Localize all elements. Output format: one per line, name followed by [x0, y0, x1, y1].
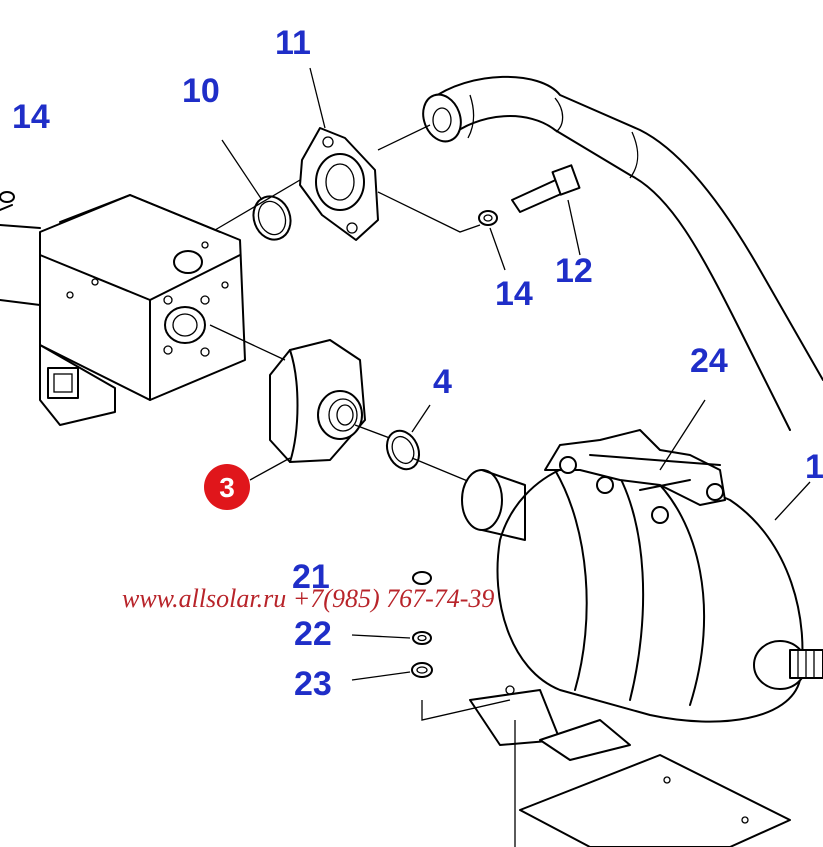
callout-23: 23	[294, 665, 332, 703]
callout-14-top: 14	[12, 98, 50, 136]
adapter-3	[209, 324, 396, 481]
o-ring-4	[385, 404, 471, 483]
pump-1	[461, 399, 823, 761]
callout-10: 10	[182, 72, 220, 110]
callout-14-right: 14	[495, 275, 533, 313]
flange-11	[214, 67, 379, 241]
callout-11: 11	[275, 24, 311, 62]
washers-21-23	[351, 571, 511, 721]
base-plate	[514, 720, 791, 847]
badge-label: 3	[219, 472, 235, 503]
bolt-left	[0, 191, 15, 211]
callout-12: 12	[555, 252, 593, 290]
callout-1: 1	[805, 448, 823, 486]
washer-14-right	[377, 191, 506, 271]
bolt-12	[511, 164, 581, 256]
callout-4: 4	[433, 363, 452, 401]
hose	[377, 75, 823, 431]
o-ring-10	[221, 139, 292, 241]
callout-24: 24	[690, 342, 728, 380]
valve-block	[0, 194, 246, 426]
badge-circle	[204, 464, 250, 510]
callout-21: 21	[292, 558, 330, 596]
watermark-text: www.allsolar.ru +7(985) 767-74-39	[122, 584, 494, 613]
callout-22: 22	[294, 615, 332, 653]
highlight-badge-3: 3	[204, 464, 250, 510]
